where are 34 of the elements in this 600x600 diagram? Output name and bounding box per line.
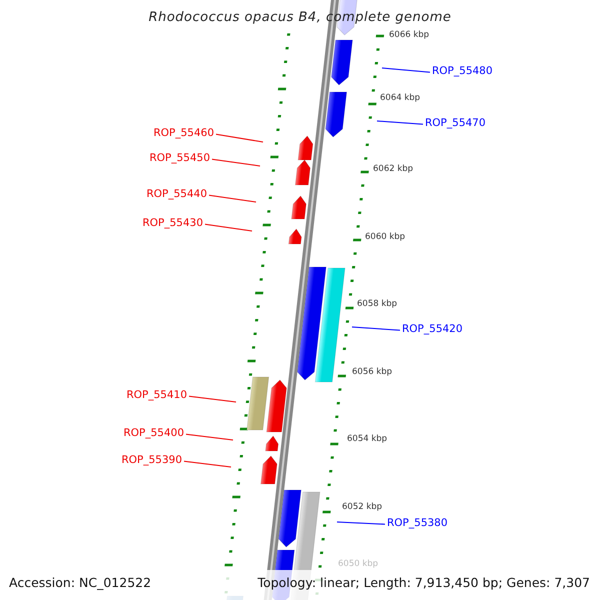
- leader-line: [204, 224, 252, 232]
- gene-label: ROP_55420: [402, 324, 463, 334]
- leader-line: [216, 134, 264, 142]
- leader-line: [382, 68, 430, 73]
- gene-label: ROP_55380: [387, 518, 448, 528]
- leader-line: [336, 522, 386, 525]
- accession-text: Accession: NC_012522: [9, 577, 152, 590]
- gene-label: ROP_55440: [146, 189, 207, 200]
- gene-label: ROP_55410: [126, 390, 187, 400]
- gene-label: ROP_55390: [121, 455, 182, 466]
- scale-label: 6058 kbp: [357, 300, 398, 308]
- scale-label: 6056 kbp: [352, 368, 392, 376]
- leader-line: [212, 158, 260, 166]
- chart-title: Rhodococcus opacus B4, complete genome: [148, 11, 452, 24]
- scale-label: 6060 kbp: [365, 233, 406, 242]
- scale-label: 6054 kbp: [347, 435, 388, 444]
- leader-line: [188, 396, 236, 402]
- scale-label: 6064 kbp: [380, 94, 420, 102]
- leader-line: [184, 460, 232, 468]
- leader-line: [376, 120, 424, 125]
- gene-label: ROP_55430: [142, 218, 203, 228]
- scale-label: 6050 kbp: [338, 560, 378, 568]
- gene-label: ROP_55480: [432, 66, 493, 76]
- scale-label: 6052 kbp: [342, 503, 382, 512]
- leader-line: [352, 326, 400, 331]
- gene-label: ROP_55460: [153, 128, 214, 138]
- gene-label: ROP_55400: [123, 428, 184, 438]
- scale-label: 6062 kbp: [373, 165, 414, 174]
- genome-info-text: Topology: linear; Length: 7,913,450 bp; Genes: 7,307: [258, 577, 590, 590]
- leader-line: [186, 434, 234, 440]
- gene-label: ROP_55470: [425, 118, 486, 128]
- leader-line: [208, 194, 256, 202]
- gene-label: ROP_55450: [149, 153, 210, 164]
- scale-label: 6066 kbp: [389, 31, 430, 40]
